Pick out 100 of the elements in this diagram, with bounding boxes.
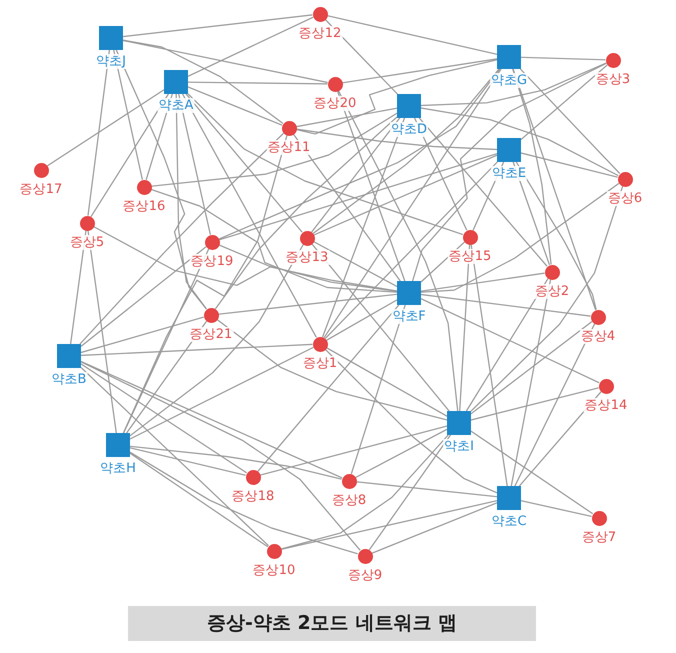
node-label: 증상20	[312, 96, 358, 110]
node-label: 증상18	[230, 488, 276, 504]
connector-line	[80, 363, 248, 474]
connector-line	[93, 226, 398, 292]
connector-line	[176, 94, 207, 310]
connector-line	[520, 500, 592, 517]
connector-line	[311, 243, 450, 412]
connector-line	[414, 118, 468, 230]
node-label: 증상4	[580, 328, 616, 344]
connector-line	[326, 299, 398, 341]
connector-line	[80, 316, 204, 354]
node-label: 증상5	[68, 234, 106, 250]
connector-line	[130, 446, 342, 480]
connector-line	[130, 452, 358, 554]
connector-line	[296, 128, 498, 150]
connector-line	[470, 244, 508, 486]
connector-line	[260, 426, 448, 476]
connector-line	[470, 387, 599, 421]
connector-line	[257, 304, 400, 472]
connector-line	[178, 94, 211, 235]
connector-line	[311, 118, 400, 232]
connector-line	[90, 94, 169, 218]
node-label: 증상15	[448, 248, 492, 264]
connector-line	[466, 278, 549, 412]
node-label: 증상10	[252, 562, 296, 578]
connector-line	[87, 50, 110, 216]
node-label: 약초F	[391, 309, 427, 324]
node-label: 증상21	[188, 326, 234, 342]
connector-line	[314, 154, 498, 236]
connector-line	[188, 93, 464, 236]
connector-line	[459, 244, 470, 412]
connector-line	[130, 346, 314, 440]
connector-line	[520, 152, 618, 178]
connector-line	[122, 135, 288, 434]
connector-line	[324, 162, 498, 340]
node-label: 증상16	[122, 198, 166, 214]
connector-line	[188, 16, 314, 77]
node-label: 증상12	[298, 26, 342, 40]
connector-line	[130, 452, 268, 548]
connector-line	[296, 59, 498, 134]
connector-line	[420, 62, 606, 106]
connector-line	[516, 162, 597, 310]
connector-line	[292, 134, 401, 282]
connector-line	[182, 94, 317, 338]
connector-line	[420, 272, 545, 292]
node-label: 증상3	[594, 72, 632, 86]
connector-line	[80, 361, 361, 551]
node-label: 증상19	[190, 254, 234, 268]
node-label: 약초I	[443, 439, 475, 454]
connector-line	[80, 246, 206, 347]
connector-line	[218, 244, 398, 292]
node-label: 증상8	[330, 492, 368, 508]
connector-line	[70, 230, 87, 344]
node-label: 약초B	[50, 372, 88, 387]
node-label: 약초H	[99, 461, 137, 476]
connector-line	[338, 90, 458, 412]
connector-line	[130, 244, 304, 436]
connector-line	[216, 319, 448, 420]
connector-line	[80, 344, 313, 356]
connector-line	[512, 68, 552, 265]
connector-line	[520, 64, 608, 140]
connector-line	[46, 89, 164, 166]
connector-line	[368, 434, 451, 550]
connector-line	[420, 107, 619, 176]
connector-line	[80, 366, 270, 546]
node-label: 증상7	[580, 530, 618, 544]
connector-line	[150, 188, 398, 293]
node-label: 약초E	[490, 166, 528, 181]
connector-line	[186, 94, 303, 233]
connector-line	[116, 50, 207, 310]
connector-line	[418, 118, 548, 267]
connector-line	[80, 360, 342, 478]
node-label: 증상11	[266, 140, 312, 154]
connector-line	[188, 82, 328, 84]
connector-line	[520, 68, 620, 174]
connector-line	[130, 447, 246, 476]
node-label: 약초D	[390, 122, 428, 137]
connector-line	[188, 86, 282, 126]
connector-line	[123, 248, 210, 434]
connector-line	[122, 40, 284, 124]
connector-line	[80, 132, 284, 344]
connector-line	[510, 279, 552, 486]
connector-line	[420, 298, 600, 384]
node-label: 증상2	[534, 284, 570, 298]
connector-line	[470, 186, 624, 412]
node-label: 증상14	[584, 398, 628, 412]
connector-line	[281, 500, 498, 550]
connector-line	[324, 348, 498, 494]
connector-line	[281, 434, 449, 550]
connector-line	[372, 502, 498, 554]
connector-line	[350, 304, 406, 474]
connector-line	[296, 108, 398, 128]
node-label: 증상17	[18, 182, 64, 196]
caption: 증상-약초 2모드 네트워크 맵	[128, 606, 536, 641]
node-label: 약초A	[158, 98, 194, 113]
node-label: 증상9	[346, 568, 384, 582]
connector-line	[420, 182, 620, 293]
connector-line	[420, 294, 591, 317]
connector-line	[520, 56, 606, 60]
connector-line	[218, 294, 398, 315]
